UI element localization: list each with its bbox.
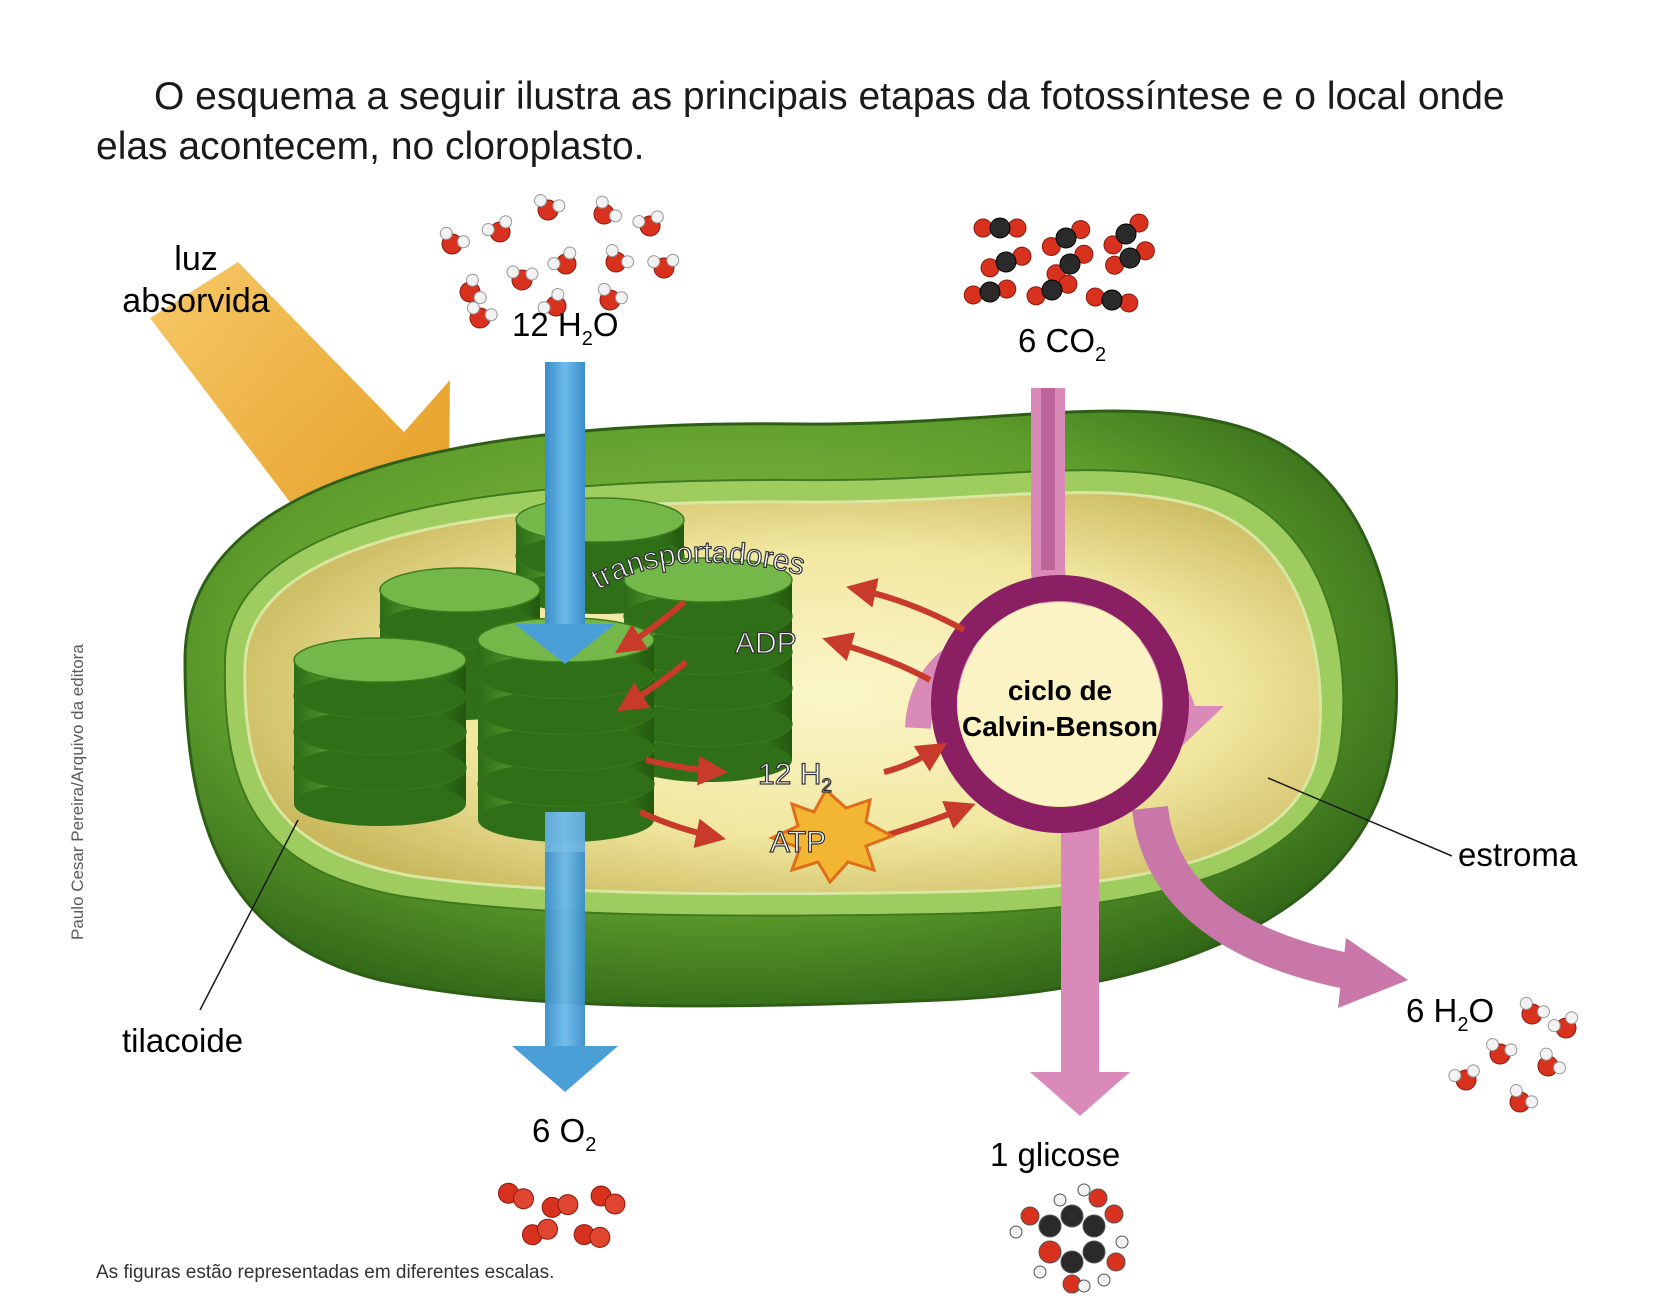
thylakoid-disc-bottom [478,726,654,770]
thylakoid-disc-bottom [478,762,654,806]
co2-molecule [973,217,1027,239]
reaction-arrows [614,578,976,848]
o2-molecule [519,1215,561,1249]
o2-molecule [572,1222,612,1250]
water-molecule [1529,1045,1570,1085]
glucose-atom [1060,1204,1084,1228]
o2-molecule [586,1181,630,1219]
h2-label: 12 H2 [758,758,832,797]
o2-molecule [495,1179,537,1213]
light-label-line2: absorvida [122,282,270,320]
image-credit: Paulo Cesar Pereira/Arquivo da editora [68,644,87,940]
water-molecule [597,241,638,280]
water-molecule [530,193,567,224]
water-molecule [1513,995,1553,1030]
glucose-atom [1009,1225,1023,1239]
stroma-leader-line [1267,777,1453,857]
thylakoid-stacks [293,497,793,842]
glucose-molecule [1009,1183,1129,1294]
light-label-line1: luz [174,240,217,278]
atp-label: ATP [770,826,826,859]
cycle-label-line1: ciclo de [1008,675,1112,706]
thylakoid-disc-bottom [624,702,792,746]
water-molecule [545,242,586,282]
thylakoid-disc-bottom [478,690,654,734]
water-flow-arrow [512,362,618,1092]
thylakoid-disc-bottom [624,594,792,638]
glucose-atom [1115,1235,1129,1249]
scale-note: As figuras estão representadas em difere… [96,1262,555,1283]
co2-molecule [962,277,1018,307]
thylakoid-disc-bottom [294,782,466,826]
o2-molecule [540,1192,580,1220]
water-molecule [479,211,520,249]
water-molecule [462,300,500,333]
thylakoid-disc-bottom [624,630,792,674]
adp-label: ADP [735,627,797,660]
glucose-atom [1082,1214,1106,1238]
glucose-atom [1097,1273,1111,1287]
glucose-label: 1 glicose [990,1136,1120,1173]
stroma-label: estroma [1458,836,1578,873]
water-molecule [1482,1037,1519,1068]
glucose-atom [1038,1240,1062,1264]
thylakoid-leader-line [199,819,299,1011]
cycle-label-line2: Calvin-Benson [962,711,1158,742]
water-molecule [1446,1060,1485,1096]
glucose-atom [1038,1214,1062,1238]
thylakoid-disc-top [293,637,467,683]
water-input-label: 12 H2O [512,306,619,350]
thylakoid-disc-bottom [294,710,466,754]
water-molecule [1545,1007,1586,1045]
thylakoid-disc-top [515,497,685,543]
oxygen-label: 6 O2 [532,1112,596,1156]
thylakoid-disc-top [623,557,793,603]
calvin-cycle-center [958,602,1162,806]
thylakoid-stack [293,637,467,826]
glucose-atom [1106,1252,1126,1272]
water-molecule [1501,1081,1542,1120]
co2-molecules [962,209,1159,315]
co2-label: 6 CO2 [1018,322,1106,366]
glucose-atom [1082,1240,1106,1264]
water-output-label: 6 H2O [1406,992,1494,1036]
glucose-atom [1077,1183,1091,1197]
calvin-cycle-ring [931,575,1189,833]
glucose-atom [1020,1206,1040,1226]
thylakoid-disc-bottom [294,746,466,790]
intro-text: O esquema a seguir ilustra as principais… [96,75,1505,168]
water-molecule [506,265,539,291]
co2-molecule [1084,285,1140,315]
atp-burst [768,787,896,885]
thylakoid-label: tilacoide [122,1022,243,1059]
thylakoid-disc-bottom [478,654,654,698]
glucose-atom [1060,1250,1084,1274]
glucose-atom [1033,1265,1047,1279]
glucose-atom [1104,1204,1124,1224]
thylakoid-stack [477,617,655,842]
glucose-atom [1053,1193,1067,1207]
oxygen-molecules [495,1179,630,1250]
co2-molecule [977,243,1035,281]
water-molecule [630,206,669,242]
thylakoid-disc-top [379,567,541,613]
water-molecule [433,225,473,260]
water-molecule [585,193,626,233]
water-molecule [646,250,682,281]
thylakoid-disc-bottom [294,674,466,718]
glucose-atom [1088,1188,1108,1208]
glucose-atom [1077,1279,1091,1293]
